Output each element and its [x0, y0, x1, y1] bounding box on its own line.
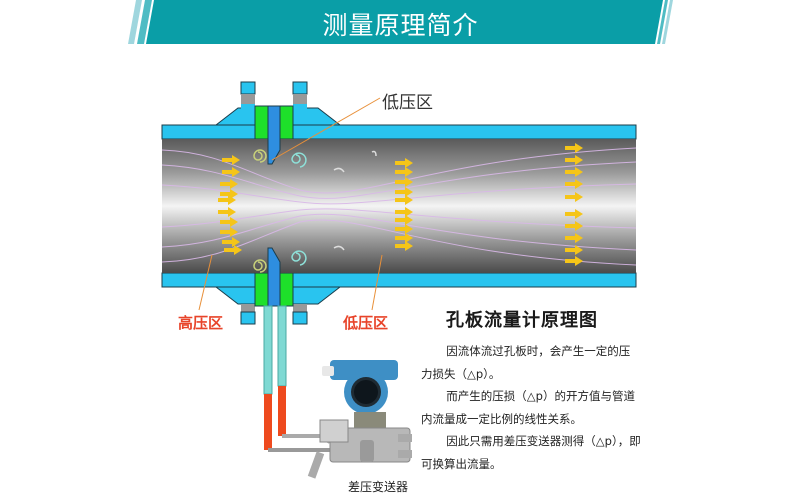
description-paragraph: 因此只需用差压变送器测得（△p），即可换算出流量。: [421, 434, 641, 471]
description-paragraph: 而产生的压损（△p）的开方值与管道内流量成一定比例的线性关系。: [421, 389, 635, 426]
description-paragraph: 因流体流过孔板时，会产生一定的压力损失（△p）。: [421, 344, 631, 381]
page-title: 测量原理简介: [322, 11, 479, 40]
orifice-plate: [267, 105, 281, 307]
low-pressure-label-bottom: 低压区: [343, 314, 389, 332]
description: 因流体流过孔板时，会产生一定的压力损失（△p）。 而产生的压损（△p）的开方值与…: [421, 340, 641, 475]
low-pressure-label-top: 低压区: [382, 93, 433, 113]
transmitter-device: [307, 360, 412, 479]
vortices: [253, 149, 377, 273]
leader-lines: [198, 97, 383, 311]
high-pressure-label: 高压区: [178, 314, 224, 332]
transmitter-label: 差压变送器: [348, 480, 409, 494]
diagram-title: 孔板流量计原理图: [446, 310, 598, 331]
manometer-tubes: [263, 305, 332, 452]
banner-background: [128, 0, 673, 44]
title-banner: 测量原理简介: [128, 0, 673, 44]
